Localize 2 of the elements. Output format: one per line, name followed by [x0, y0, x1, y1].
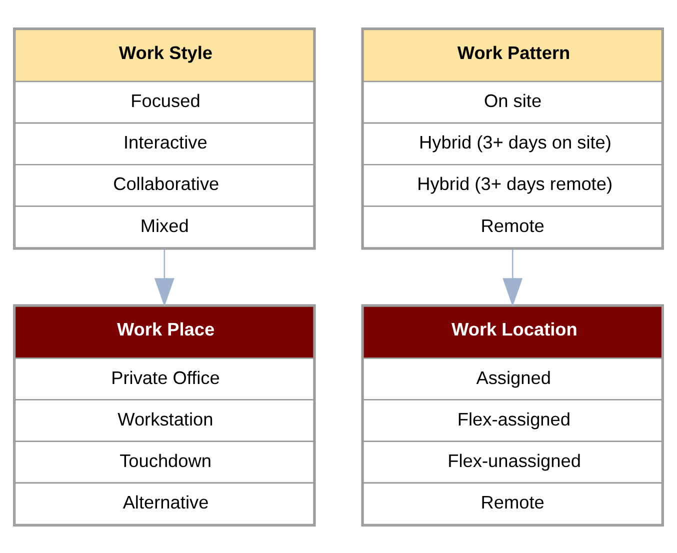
- arrow: [154, 248, 174, 306]
- arrow: [502, 248, 523, 306]
